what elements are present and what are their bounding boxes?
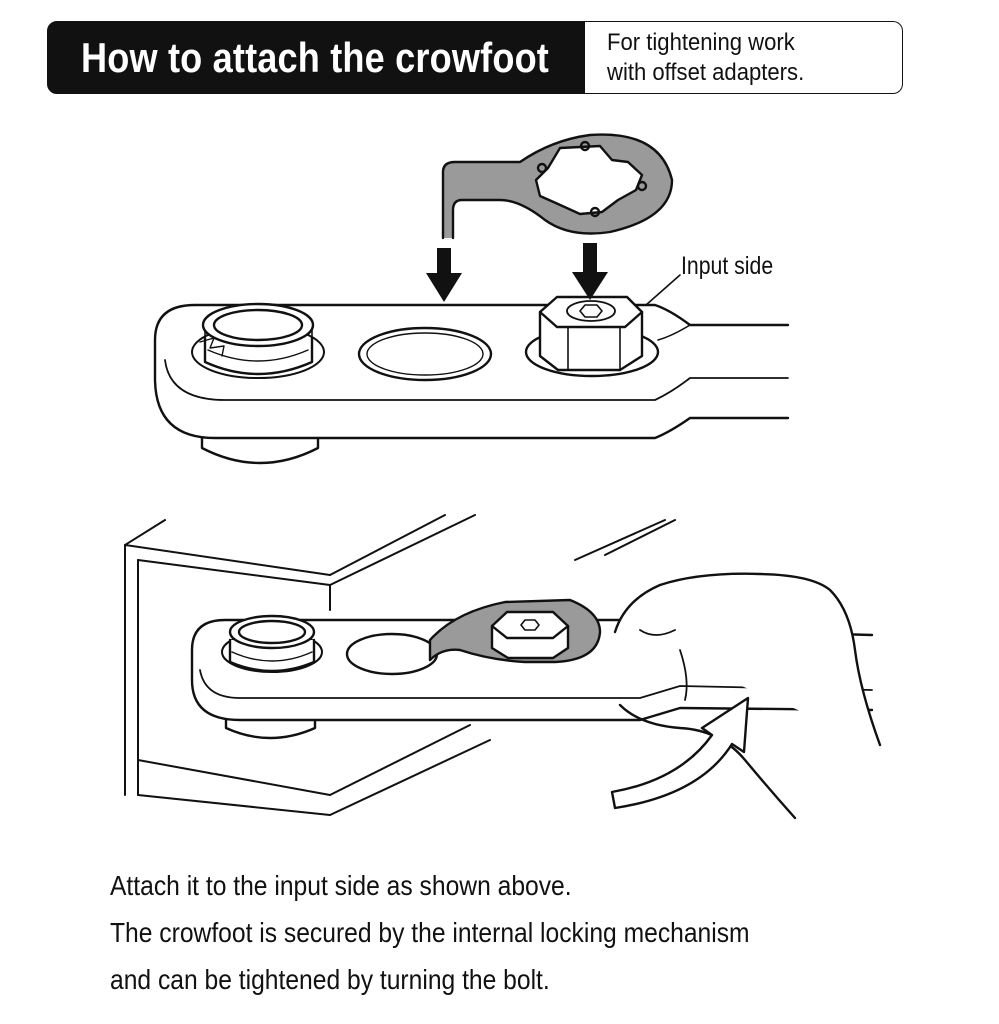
hex-bolt	[524, 295, 660, 378]
subtitle-box: For tightening work with offset adapters…	[585, 21, 903, 94]
header: How to attach the crowfoot For tightenin…	[47, 21, 903, 96]
description-line-1: Attach it to the input side as shown abo…	[110, 870, 572, 901]
down-arrow-left	[426, 248, 462, 302]
middle-hole	[357, 326, 493, 382]
title-banner: How to attach the crowfoot	[47, 21, 587, 94]
subtitle-line-1: For tightening work	[607, 29, 795, 56]
knurled-adapter-installed	[221, 614, 323, 673]
page-title: How to attach the crowfoot	[81, 33, 550, 81]
subtitle-line-2: with offset adapters.	[607, 59, 805, 86]
input-side-leader	[645, 274, 681, 306]
frame-bracket	[124, 514, 676, 816]
hand	[613, 572, 882, 820]
crowfoot-top	[441, 133, 674, 240]
knurled-adapter	[191, 302, 325, 379]
description-line-2: The crowfoot is secured by the internal …	[110, 917, 750, 948]
hex-bolt-installed	[490, 610, 570, 660]
rotation-arrow	[610, 696, 750, 810]
crowfoot-diagram	[124, 133, 882, 820]
input-side-label: Input side	[681, 252, 774, 280]
top-illustration	[153, 133, 790, 465]
bottom-illustration	[124, 514, 882, 820]
description-line-3: and can be tightened by turning the bolt…	[110, 964, 550, 995]
down-arrow-right	[572, 243, 608, 300]
description: Attach it to the input side as shown abo…	[110, 862, 970, 1003]
